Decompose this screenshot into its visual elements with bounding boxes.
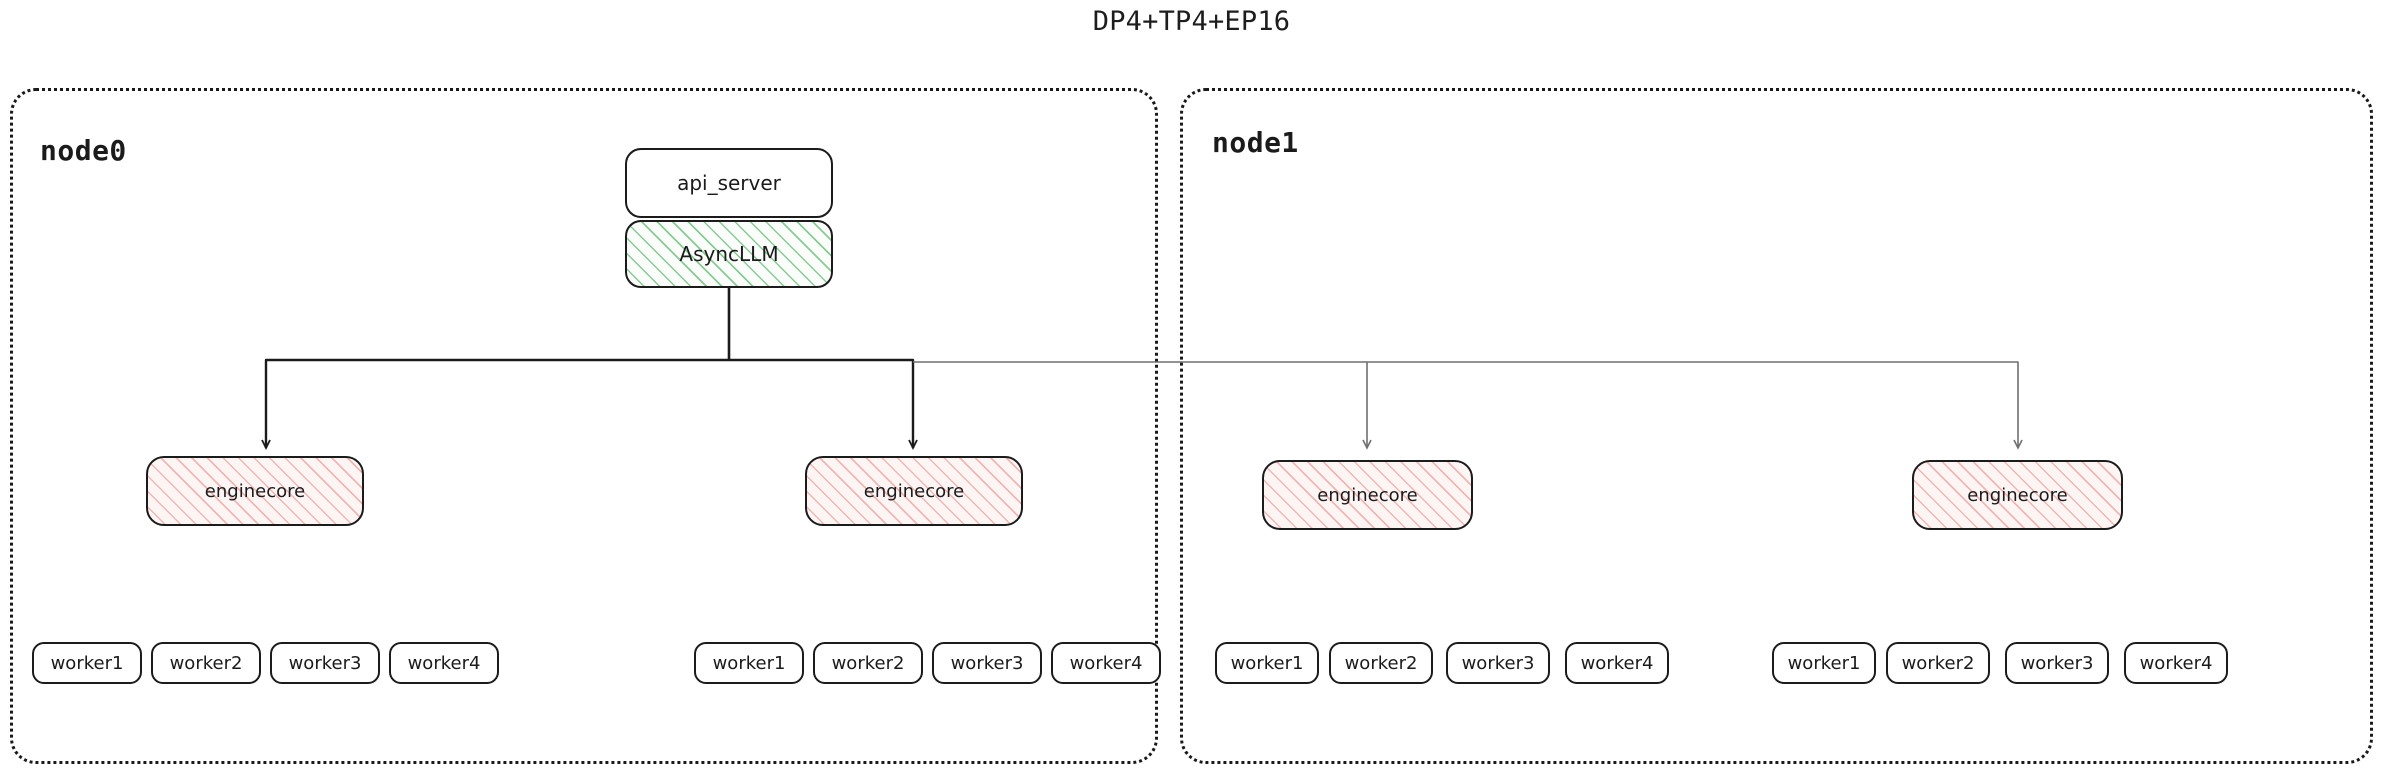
worker-label: worker3 xyxy=(1461,652,1535,674)
enginecore-label: enginecore xyxy=(204,480,306,502)
worker-box[interactable]: worker4 xyxy=(389,642,499,684)
worker-box[interactable]: worker4 xyxy=(1051,642,1161,684)
enginecore-box-3[interactable]: enginecore xyxy=(1912,460,2123,530)
enginecore-label: enginecore xyxy=(1317,484,1418,506)
worker-label: worker4 xyxy=(407,652,481,674)
worker-box[interactable]: worker1 xyxy=(1215,642,1319,684)
worker-label: worker2 xyxy=(1901,652,1975,674)
enginecore-label: enginecore xyxy=(1967,484,2068,506)
worker-box[interactable]: worker1 xyxy=(32,642,142,684)
worker-label: worker1 xyxy=(1787,652,1861,674)
api-server-box[interactable]: api_server xyxy=(625,148,833,218)
worker-box[interactable]: worker4 xyxy=(1565,642,1669,684)
enginecore-box-2[interactable]: enginecore xyxy=(1262,460,1473,530)
enginecore-label: enginecore xyxy=(863,480,965,502)
enginecore-box-1[interactable]: enginecore xyxy=(805,456,1023,526)
node-label-node1: node1 xyxy=(1212,126,1299,159)
asyncllm-box[interactable]: AsyncLLM xyxy=(625,220,833,288)
worker-box[interactable]: worker3 xyxy=(932,642,1042,684)
enginecore-box-0[interactable]: enginecore xyxy=(146,456,364,526)
worker-box[interactable]: worker2 xyxy=(151,642,261,684)
worker-label: worker2 xyxy=(169,652,243,674)
worker-box[interactable]: worker2 xyxy=(1886,642,1990,684)
worker-label: worker4 xyxy=(1069,652,1143,674)
worker-label: worker4 xyxy=(1580,652,1654,674)
worker-box[interactable]: worker1 xyxy=(694,642,804,684)
asyncllm-label: AsyncLLM xyxy=(679,242,779,266)
worker-box[interactable]: worker2 xyxy=(1329,642,1433,684)
worker-box[interactable]: worker4 xyxy=(2124,642,2228,684)
worker-box[interactable]: worker1 xyxy=(1772,642,1876,684)
worker-box[interactable]: worker2 xyxy=(813,642,923,684)
worker-label: worker3 xyxy=(950,652,1024,674)
worker-box[interactable]: worker3 xyxy=(2005,642,2109,684)
node-label-node0: node0 xyxy=(40,134,127,167)
worker-label: worker3 xyxy=(288,652,362,674)
worker-label: worker1 xyxy=(1230,652,1304,674)
worker-box[interactable]: worker3 xyxy=(270,642,380,684)
worker-box[interactable]: worker3 xyxy=(1446,642,1550,684)
api-server-label: api_server xyxy=(677,171,781,195)
worker-label: worker1 xyxy=(712,652,786,674)
worker-label: worker2 xyxy=(831,652,905,674)
page-title: DP4+TP4+EP16 xyxy=(1092,6,1291,37)
worker-label: worker2 xyxy=(1344,652,1418,674)
worker-label: worker3 xyxy=(2020,652,2094,674)
worker-label: worker4 xyxy=(2139,652,2213,674)
worker-label: worker1 xyxy=(50,652,124,674)
